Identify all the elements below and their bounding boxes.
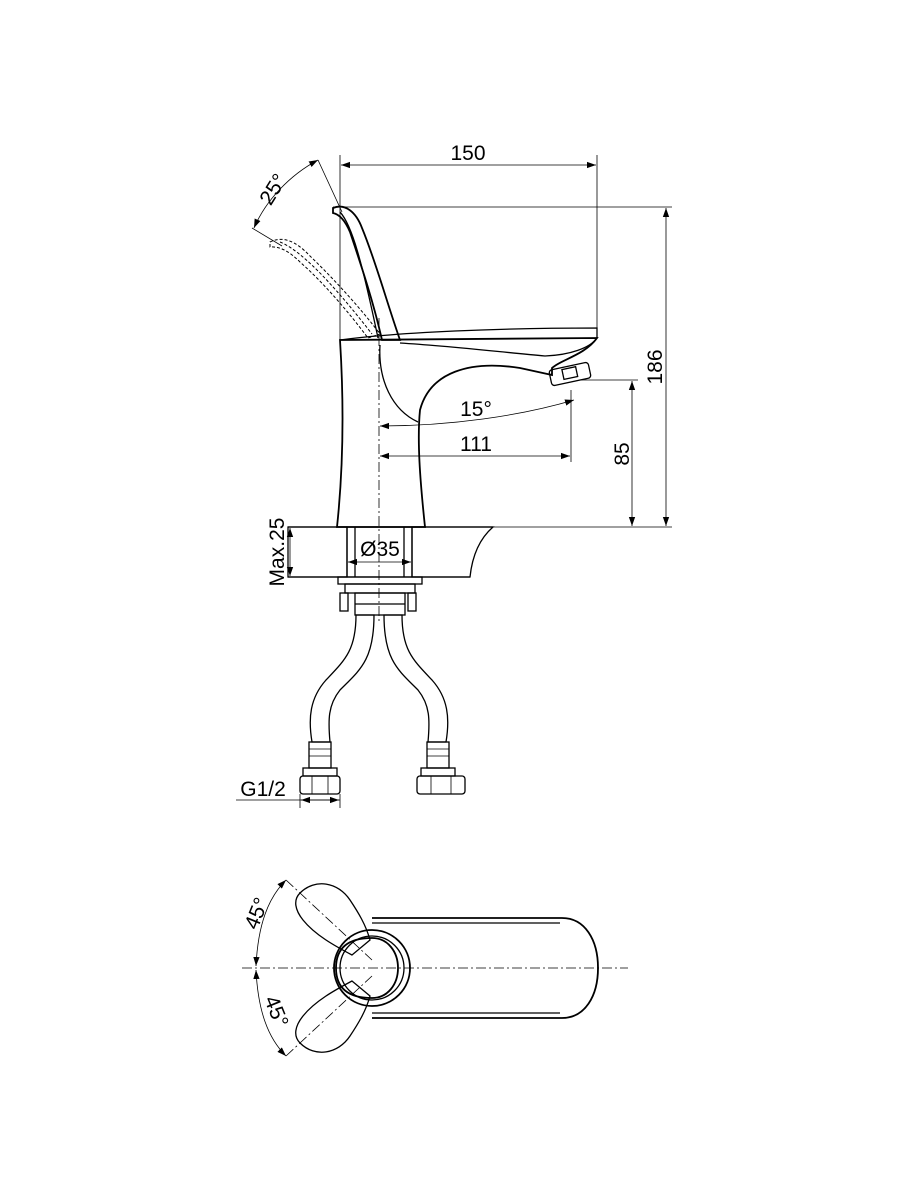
spout-top-view (372, 917, 599, 1019)
dimension-label-45-top: 45° (240, 895, 273, 933)
dimension-label-max: Max.25 (266, 518, 289, 587)
lever-swing-lower (295, 980, 371, 1053)
dimension-label-45-bottom: 45° (259, 993, 292, 1031)
hose-fitting-right (416, 741, 466, 795)
dimension-angle-45-bottom (253, 969, 287, 1057)
dimension-label-85: 85 (611, 442, 634, 465)
dimension-label-thread: G1/2 (240, 778, 286, 801)
dimension-label-111: 111 (460, 433, 492, 456)
side-view: 150 186 85 111 15° 25° (236, 142, 672, 808)
dimension-label-diameter: Ø35 (360, 538, 400, 561)
dimension-height-186 (333, 206, 672, 528)
supply-hoses (309, 614, 449, 743)
top-view: 45° 45° (240, 879, 628, 1057)
lever-tilted-position (269, 238, 381, 339)
hose-fitting-left (299, 741, 341, 795)
aerator (548, 361, 592, 387)
dimension-angle-25 (251, 159, 343, 247)
dimension-label-25deg: 25° (255, 170, 291, 209)
dimension-label-150: 150 (450, 142, 485, 165)
lever-handle (332, 205, 402, 341)
dimension-height-85 (580, 379, 638, 526)
dimension-angle-15 (379, 399, 575, 430)
lever-swing-upper (295, 883, 371, 956)
dimension-label-15deg: 15° (460, 398, 492, 421)
dimension-angle-45-top (253, 879, 287, 967)
dimension-width-150 (339, 155, 598, 340)
mounting-shank (337, 527, 423, 616)
dimension-thread (236, 794, 341, 808)
lever-hub (333, 929, 411, 1007)
dimension-label-186: 186 (644, 349, 667, 384)
